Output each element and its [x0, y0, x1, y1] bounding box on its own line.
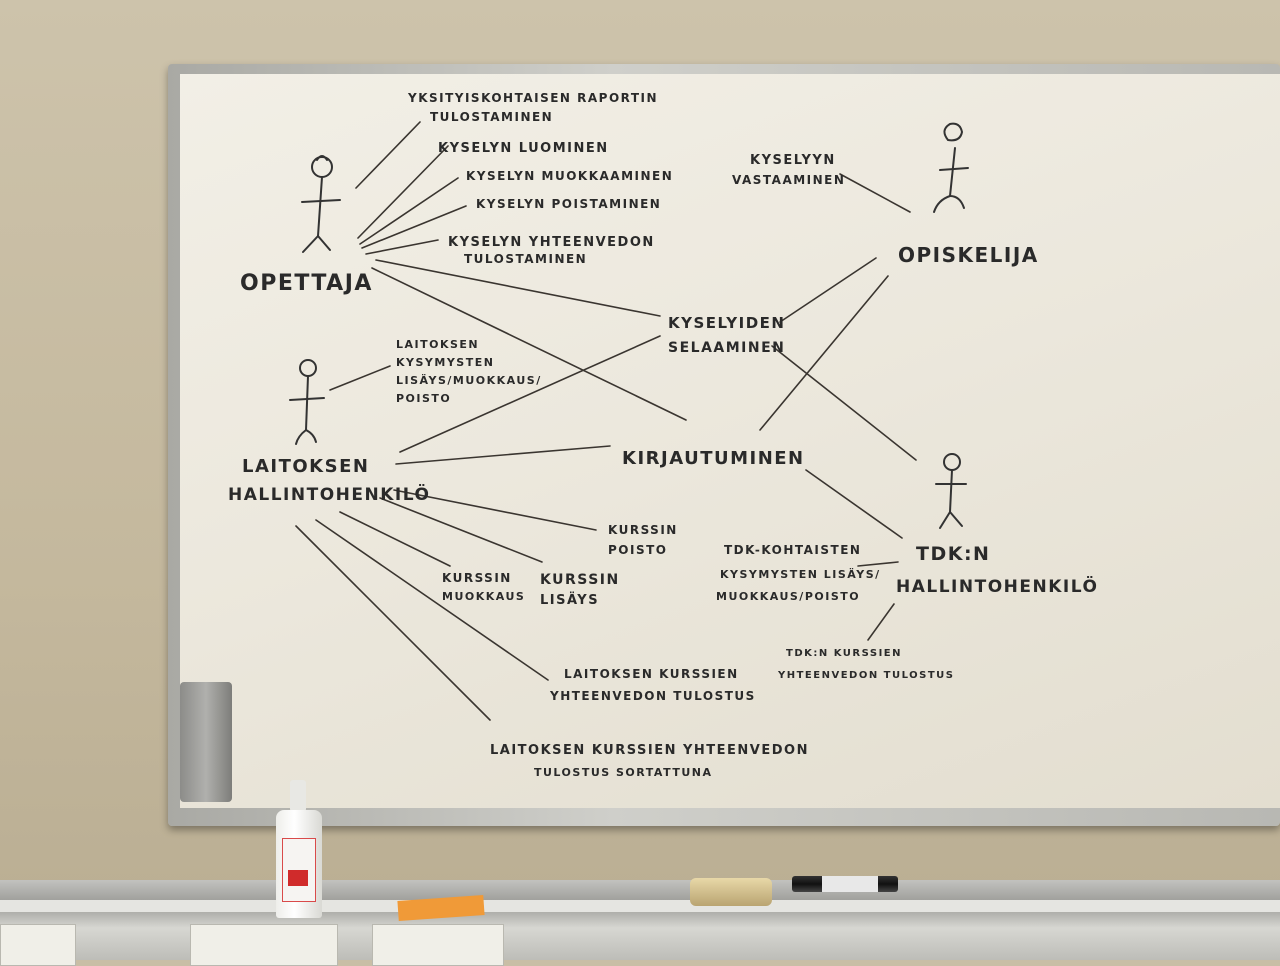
use-case-label: KYSELYN POISTAMINEN	[476, 197, 661, 211]
use-case-label: TDK-KOHTAISTEN	[724, 543, 861, 557]
use-case-label: VASTAAMINEN	[732, 173, 845, 187]
use-case-label: TDK:N KURSSIEN	[786, 648, 902, 659]
use-case-label: KYSELYIDEN	[668, 314, 785, 332]
actor-label-tdk-1: TDK:N	[916, 543, 990, 565]
diagram-labels: OPETTAJA OPISKELIJA LAITOKSEN HALLINTOHE…	[228, 91, 1098, 779]
use-case-label: LAITOKSEN KURSSIEN	[564, 667, 739, 681]
use-case-label: KYSYMYSTEN LISÄYS/	[720, 567, 881, 581]
use-case-label: KYSELYYN	[750, 153, 836, 168]
bottle-label-logo	[288, 870, 308, 886]
use-case-label: YHTEENVEDON TULOSTUS	[549, 689, 756, 703]
use-case-label: KYSELYN MUOKKAAMINEN	[466, 169, 673, 183]
actor-label-laitoksen-1: LAITOKSEN	[242, 456, 369, 477]
use-case-label: TULOSTUS SORTATTUNA	[534, 766, 712, 779]
use-case-label: KYSELYN LUOMINEN	[438, 141, 609, 156]
marker-label	[822, 876, 878, 892]
use-case-label: KYSYMYSTEN	[396, 356, 494, 369]
actor-figure-laitoksen	[289, 359, 325, 445]
use-case-label: LISÄYS/MUOKKAUS/	[396, 373, 542, 387]
use-case-label: TULOSTAMINEN	[464, 252, 587, 266]
use-case-label: TULOSTAMINEN	[430, 110, 553, 124]
use-case-label: YHTEENVEDON TULOSTUS	[777, 670, 955, 681]
use-case-label: POISTO	[396, 392, 451, 405]
whiteboard-eraser	[690, 878, 772, 906]
use-case-label: KURSSIN	[442, 571, 512, 585]
actor-label-tdk-2: HALLINTOHENKILÖ	[896, 575, 1098, 597]
use-case-label: LAITOKSEN	[396, 338, 479, 351]
use-case-label: MUOKKAUS/POISTO	[716, 590, 860, 603]
use-case-label: SELAAMINEN	[668, 340, 785, 356]
use-case-label: KURSSIN	[608, 523, 678, 537]
use-case-label: LISÄYS	[540, 592, 599, 608]
actor-label-laitoksen-2: HALLINTOHENKILÖ	[228, 483, 430, 505]
actor-figure-tdk	[935, 453, 967, 529]
use-case-label: KIRJAUTUMINEN	[622, 448, 805, 469]
wall-outlet	[372, 924, 504, 966]
whiteboard-surface	[180, 74, 1280, 808]
soap-pump	[290, 780, 306, 812]
association-lines	[295, 121, 917, 721]
actor-label-opettaja: OPETTAJA	[240, 271, 373, 296]
actor-figure-opiskelija	[933, 122, 969, 213]
actor-label-opiskelija: OPISKELIJA	[898, 243, 1039, 267]
use-case-label: KYSELYN YHTEENVEDON	[448, 235, 655, 250]
eraser-holder	[180, 682, 232, 802]
use-case-label: MUOKKAUS	[442, 590, 525, 603]
use-case-label: LAITOKSEN KURSSIEN YHTEENVEDON	[490, 743, 809, 758]
stick-figures	[289, 122, 969, 529]
use-case-label: POISTO	[608, 543, 668, 557]
use-case-label: KURSSIN	[540, 572, 620, 588]
actor-figure-opettaja	[301, 155, 341, 253]
use-case-label: YKSITYISKOHTAISEN RAPORTIN	[407, 91, 658, 105]
wall-outlet	[0, 924, 76, 966]
